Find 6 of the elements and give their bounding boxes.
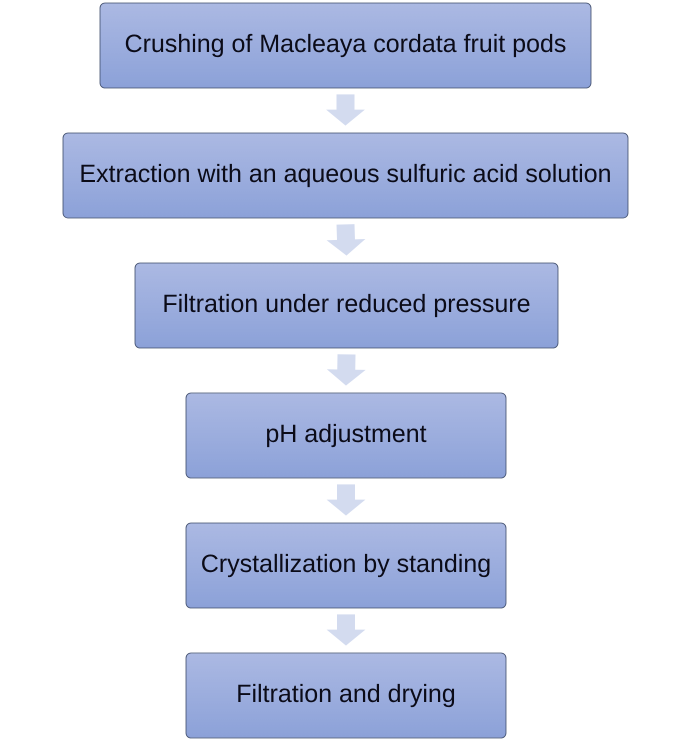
process-box: pH adjustment — [186, 392, 506, 478]
process-box: Crushing of Macleaya cordata fruit pods — [100, 2, 592, 88]
process-box: Filtration under reduced pressure — [134, 262, 558, 348]
process-box: Filtration and drying — [186, 652, 506, 738]
process-box: Extraction with an aqueous sulfuric acid solution — [62, 132, 628, 218]
process-box: Crystallization by standing — [186, 522, 506, 608]
